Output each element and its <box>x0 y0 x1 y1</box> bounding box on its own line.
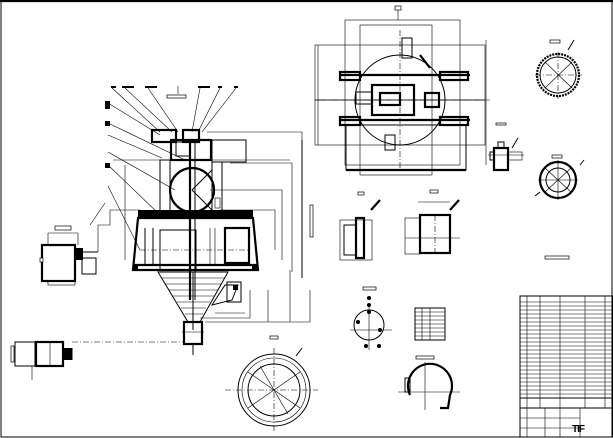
volute-detail <box>398 355 460 410</box>
ring-detail-top <box>535 39 582 99</box>
section-b <box>404 189 460 255</box>
small-table <box>414 307 446 341</box>
motor-lower-left <box>10 340 184 380</box>
parts-list <box>519 295 613 438</box>
flange-view <box>225 335 318 432</box>
ring-detail-small <box>534 154 585 200</box>
motor-upper-left <box>39 209 140 286</box>
nozzle-detail <box>488 122 524 172</box>
main-elevation-view <box>89 86 314 355</box>
section-a <box>339 191 381 261</box>
title-block-mark: TIF <box>572 424 585 435</box>
label-plate <box>544 255 570 260</box>
plan-view <box>314 5 490 176</box>
hub-detail <box>350 286 392 350</box>
